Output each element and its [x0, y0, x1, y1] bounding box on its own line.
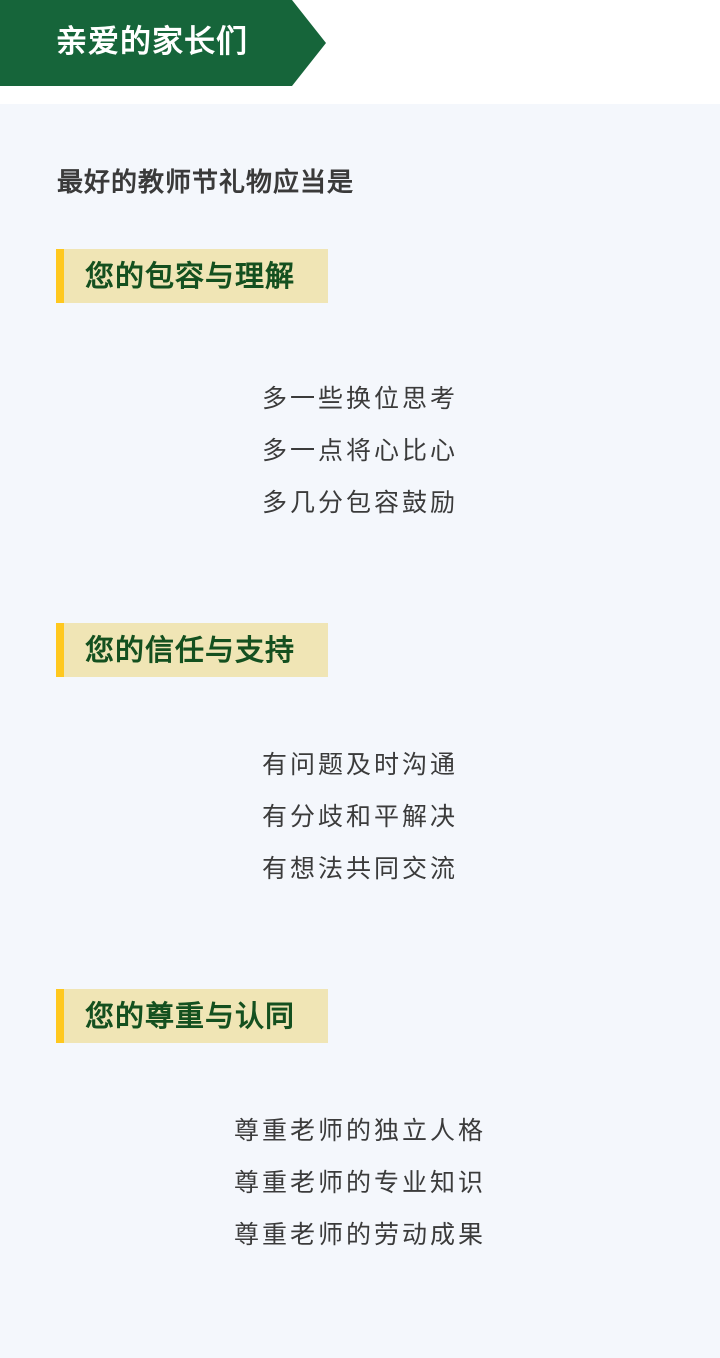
section-label-understanding: 您的包容与理解 — [56, 249, 328, 303]
list-item: 有问题及时沟通 — [261, 750, 458, 779]
list-item: 多一些换位思考 — [261, 384, 458, 413]
list-item: 多几分包容鼓励 — [261, 488, 458, 517]
list-item: 多一点将心比心 — [261, 436, 458, 465]
page-title: 亲爱的家长们 — [56, 24, 248, 60]
intro-text: 最好的教师节礼物应当是 — [57, 168, 355, 198]
header: 亲爱的家长们 — [0, 0, 720, 104]
list-item: 尊重老师的独立人格 — [233, 1116, 486, 1145]
list-item: 有分歧和平解决 — [261, 802, 458, 831]
section-label-trust: 您的信任与支持 — [56, 623, 328, 677]
section-label-respect: 您的尊重与认同 — [56, 989, 328, 1043]
list-item: 有想法共同交流 — [261, 854, 458, 883]
section-label-text: 您的包容与理解 — [85, 259, 296, 293]
section-lines-respect: 尊重老师的独立人格 尊重老师的专业知识 尊重老师的劳动成果 — [0, 1105, 720, 1261]
section-lines-understanding: 多一些换位思考 多一点将心比心 多几分包容鼓励 — [0, 373, 720, 529]
section-lines-trust: 有问题及时沟通 有分歧和平解决 有想法共同交流 — [0, 739, 720, 895]
main-content: 最好的教师节礼物应当是 您的包容与理解 多一些换位思考 多一点将心比心 多几分包… — [0, 104, 720, 1358]
list-item: 尊重老师的劳动成果 — [233, 1220, 486, 1249]
section-label-text: 您的尊重与认同 — [85, 999, 296, 1033]
list-item: 尊重老师的专业知识 — [233, 1168, 486, 1197]
title-banner — [0, 0, 326, 86]
section-label-text: 您的信任与支持 — [85, 633, 296, 667]
